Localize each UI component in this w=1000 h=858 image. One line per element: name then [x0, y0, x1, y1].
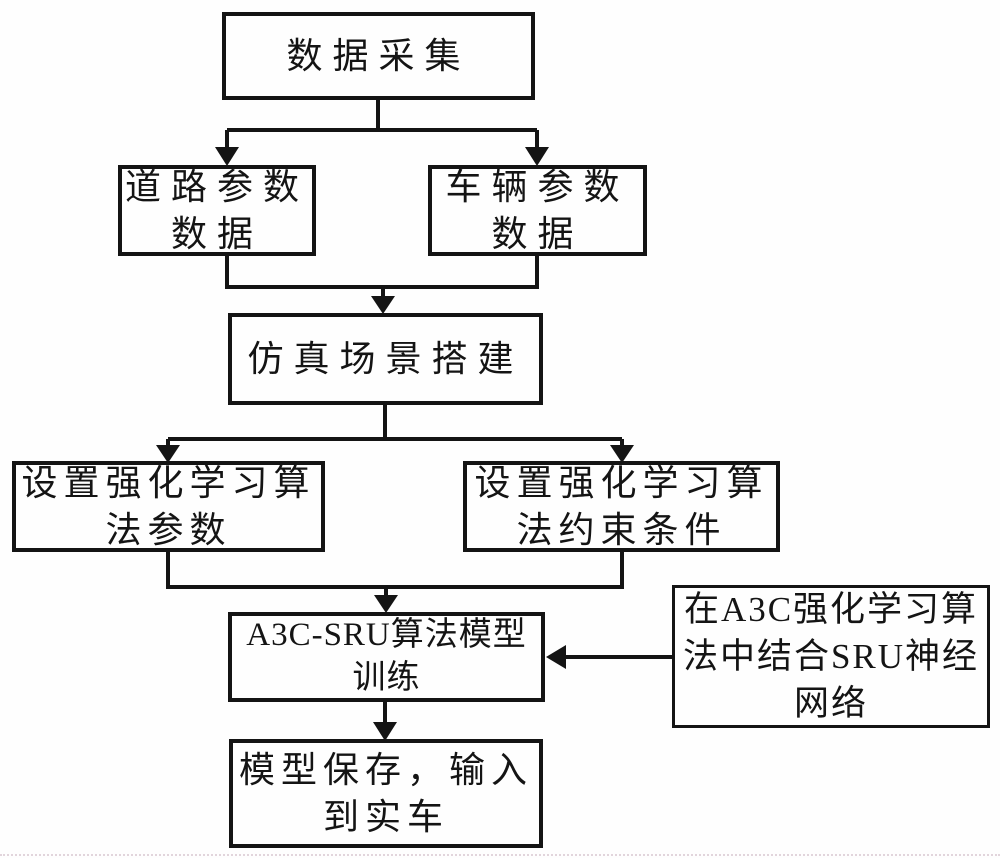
edge-settings-merge — [166, 552, 624, 613]
node-rl-params-text-line1: 设置强化学习算 — [21, 462, 316, 503]
arrowhead-down-icon — [371, 296, 395, 314]
node-model-save-text-line1: 模型保存，输入 — [238, 749, 533, 790]
node-model-save: 模型保存，输入 到实车 — [229, 739, 543, 848]
edge-params-merge — [225, 256, 539, 314]
node-data-collection-text: 数据采集 — [286, 35, 471, 76]
node-vehicle-params: 车辆参数 数据 — [428, 165, 647, 256]
bottom-dotted-rule — [0, 854, 1000, 856]
node-a3c-sru-training: A3C-SRU算法模型 训练 — [228, 612, 545, 702]
node-vehicle-params-text-line1: 车辆参数 — [445, 166, 630, 207]
node-a3c-sru-training-text-line2: 训练 — [352, 660, 421, 696]
node-road-params-text-line1: 道路参数 — [124, 166, 309, 207]
node-rl-constraints-text-line2: 法约束条件 — [516, 509, 727, 550]
node-rl-params: 设置强化学习算 法参数 — [12, 461, 325, 552]
node-road-params-text-line2: 数据 — [170, 213, 263, 254]
node-road-params: 道路参数 数据 — [118, 165, 316, 256]
node-sru-network-note-text-line1: 在A3C强化学习算 — [683, 589, 979, 629]
node-rl-params-text-line2: 法参数 — [105, 509, 232, 550]
node-a3c-sru-training-text-line1: A3C-SRU算法模型 — [246, 617, 527, 654]
edge-scene-branch — [156, 405, 634, 463]
arrowhead-down-icon — [525, 147, 549, 166]
node-sru-network-note: 在A3C强化学习算 法中结合SRU神经 网络 — [672, 585, 990, 728]
arrowhead-down-icon — [373, 722, 397, 741]
node-vehicle-params-text-line2: 数据 — [491, 213, 584, 254]
node-sru-network-note-text-line3: 网络 — [793, 684, 868, 724]
edge-training-to-save — [373, 702, 397, 741]
arrowhead-down-icon — [156, 445, 180, 463]
node-data-collection: 数据采集 — [222, 12, 535, 100]
edge-data-collection-branch — [215, 100, 549, 166]
node-model-save-text-line2: 到实车 — [322, 796, 449, 837]
arrowhead-left-icon — [546, 645, 566, 669]
node-sru-network-note-text-line2: 法中结合SRU神经 — [682, 636, 980, 676]
arrowhead-down-icon — [610, 445, 634, 463]
edge-note-to-training — [546, 645, 672, 669]
node-rl-constraints-text-line1: 设置强化学习算 — [474, 462, 769, 503]
arrowhead-down-icon — [374, 595, 398, 613]
node-sim-scene-text: 仿真场景搭建 — [247, 338, 524, 379]
node-rl-constraints: 设置强化学习算 法约束条件 — [463, 461, 780, 552]
node-sim-scene: 仿真场景搭建 — [228, 313, 543, 405]
arrowhead-down-icon — [215, 147, 239, 166]
